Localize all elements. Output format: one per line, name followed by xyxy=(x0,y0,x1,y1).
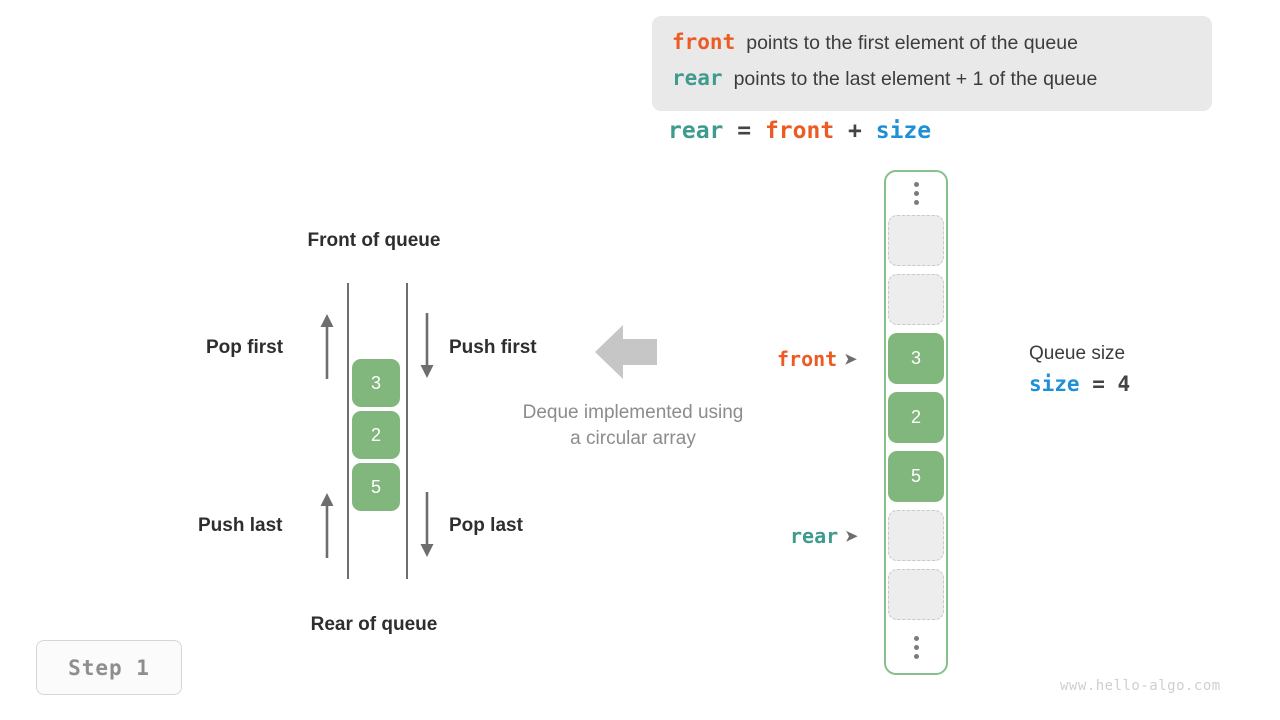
rear-of-queue-label: Rear of queue xyxy=(310,614,438,635)
queue-size-title: Queue size xyxy=(1029,343,1126,364)
watermark: www.hello-algo.com xyxy=(1060,678,1221,694)
legend-banner: front points to the first element of the… xyxy=(652,16,1212,111)
array-slot xyxy=(888,569,944,620)
ellipsis-bottom-icon xyxy=(910,636,922,659)
deque-cell: 3 xyxy=(352,359,400,407)
equation-rear-term: rear xyxy=(668,118,724,144)
queue-size-equals: = xyxy=(1079,372,1118,396)
equation-front-term: front xyxy=(764,118,835,144)
queue-size-number: 4 xyxy=(1117,372,1131,396)
front-pointer-arrow-icon: ➤ xyxy=(844,350,857,368)
equation-plus: + xyxy=(834,118,876,144)
rear-pointer: rear ➤ xyxy=(790,524,858,548)
deque-rail-left xyxy=(347,283,349,579)
arrow-up-pop-first-icon xyxy=(320,314,334,379)
deque-cell: 2 xyxy=(352,411,400,459)
rear-pointer-arrow-icon: ➤ xyxy=(845,527,858,545)
deque-caption-line1: Deque implemented using xyxy=(522,402,744,423)
arrow-up-push-last-icon xyxy=(320,493,334,558)
deque-cell: 5 xyxy=(352,463,400,511)
arrow-down-pop-last-icon xyxy=(420,492,434,557)
legend-row-front: front points to the first element of the… xyxy=(672,30,1192,66)
legend-desc-rear: points to the last element + 1 of the qu… xyxy=(733,68,1098,90)
array-slot: 3 xyxy=(888,333,944,384)
equation-size-term: size xyxy=(875,118,932,144)
deque-caption-line2: a circular array xyxy=(570,428,696,449)
pop-last-label: Pop last xyxy=(449,515,523,536)
legend-row-rear: rear points to the last element + 1 of t… xyxy=(672,66,1192,102)
rear-equation: rear = front + size xyxy=(668,118,931,144)
ellipsis-top-icon xyxy=(910,182,922,205)
queue-size-var: size xyxy=(1029,372,1080,396)
array-slot: 5 xyxy=(888,451,944,502)
pop-first-label: Pop first xyxy=(206,337,284,358)
legend-term-rear: rear xyxy=(672,66,723,90)
array-slot: 2 xyxy=(888,392,944,443)
big-left-arrow-icon xyxy=(595,325,657,379)
equation-equals: = xyxy=(723,118,765,144)
deque-caption: Deque implemented using a circular array xyxy=(492,400,774,452)
queue-size-value: size = 4 xyxy=(1029,372,1130,396)
array-slot xyxy=(888,215,944,266)
front-pointer-label: front xyxy=(777,347,838,371)
legend-term-front: front xyxy=(672,30,736,54)
legend-desc-front: points to the first element of the queue xyxy=(746,32,1078,54)
step-badge: Step 1 xyxy=(36,640,182,695)
array-slot xyxy=(888,274,944,325)
front-pointer: front ➤ xyxy=(777,347,857,371)
queue-size-block: Queue size size = 4 xyxy=(1029,343,1130,396)
front-of-queue-label: Front of queue xyxy=(307,230,441,251)
push-last-label: Push last xyxy=(198,515,283,536)
rear-pointer-label: rear xyxy=(790,524,839,548)
deque-rail-right xyxy=(406,283,408,579)
array-slot xyxy=(888,510,944,561)
arrow-down-push-first-icon xyxy=(420,313,434,378)
push-first-label: Push first xyxy=(449,337,537,358)
